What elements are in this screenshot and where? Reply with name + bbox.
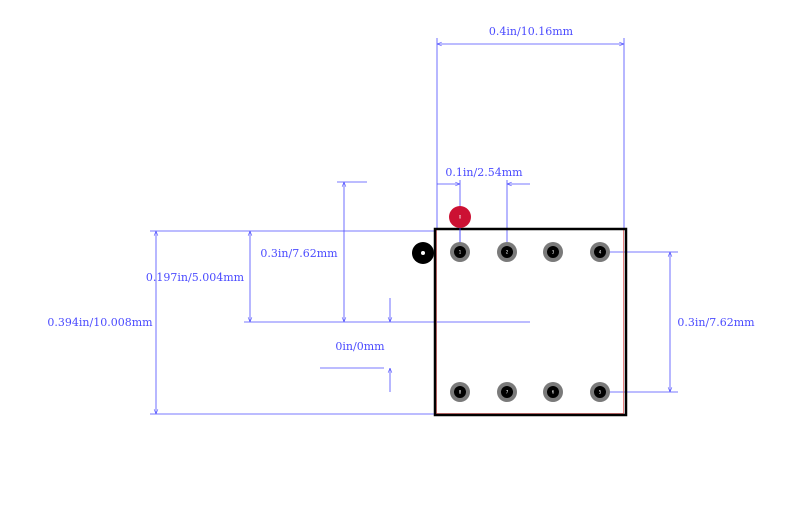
pad-5: 5: [590, 382, 610, 402]
pad-label: 5: [599, 390, 602, 395]
pad-1: 1: [450, 242, 470, 262]
svg-text:0: 0: [459, 215, 462, 220]
pitch-label: 0.1in/2.54mm: [445, 166, 523, 179]
pad-label: 1: [459, 250, 462, 255]
row-spacing-left-label: 0.3in/7.62mm: [260, 247, 338, 260]
full-height-label: 0.394in/10.008mm: [47, 316, 153, 329]
package-outline: [433, 227, 628, 417]
pad-6: 6: [543, 382, 563, 402]
top-width-label: 0.4in/10.16mm: [489, 25, 574, 38]
pad-8: 8: [450, 382, 470, 402]
pad-label: 7: [506, 390, 509, 395]
offset-label: 0in/0mm: [335, 340, 385, 353]
half-height-label: 0.197in/5.004mm: [146, 271, 245, 284]
pads: 1 2 3 4 8 7 6 5: [450, 242, 610, 402]
pin1-dot: [412, 242, 434, 264]
pad-label: 3: [552, 250, 555, 255]
pad-label: 6: [552, 390, 555, 395]
pad-4: 4: [590, 242, 610, 262]
dimension-lines: [150, 38, 678, 415]
pad-2: 2: [497, 242, 517, 262]
pad-label: 2: [506, 250, 509, 255]
row-spacing-right-label: 0.3in/7.62mm: [677, 316, 755, 329]
pad-3: 3: [543, 242, 563, 262]
pad-label: 4: [599, 250, 602, 255]
pad-7: 7: [497, 382, 517, 402]
pad-label: 8: [459, 390, 462, 395]
